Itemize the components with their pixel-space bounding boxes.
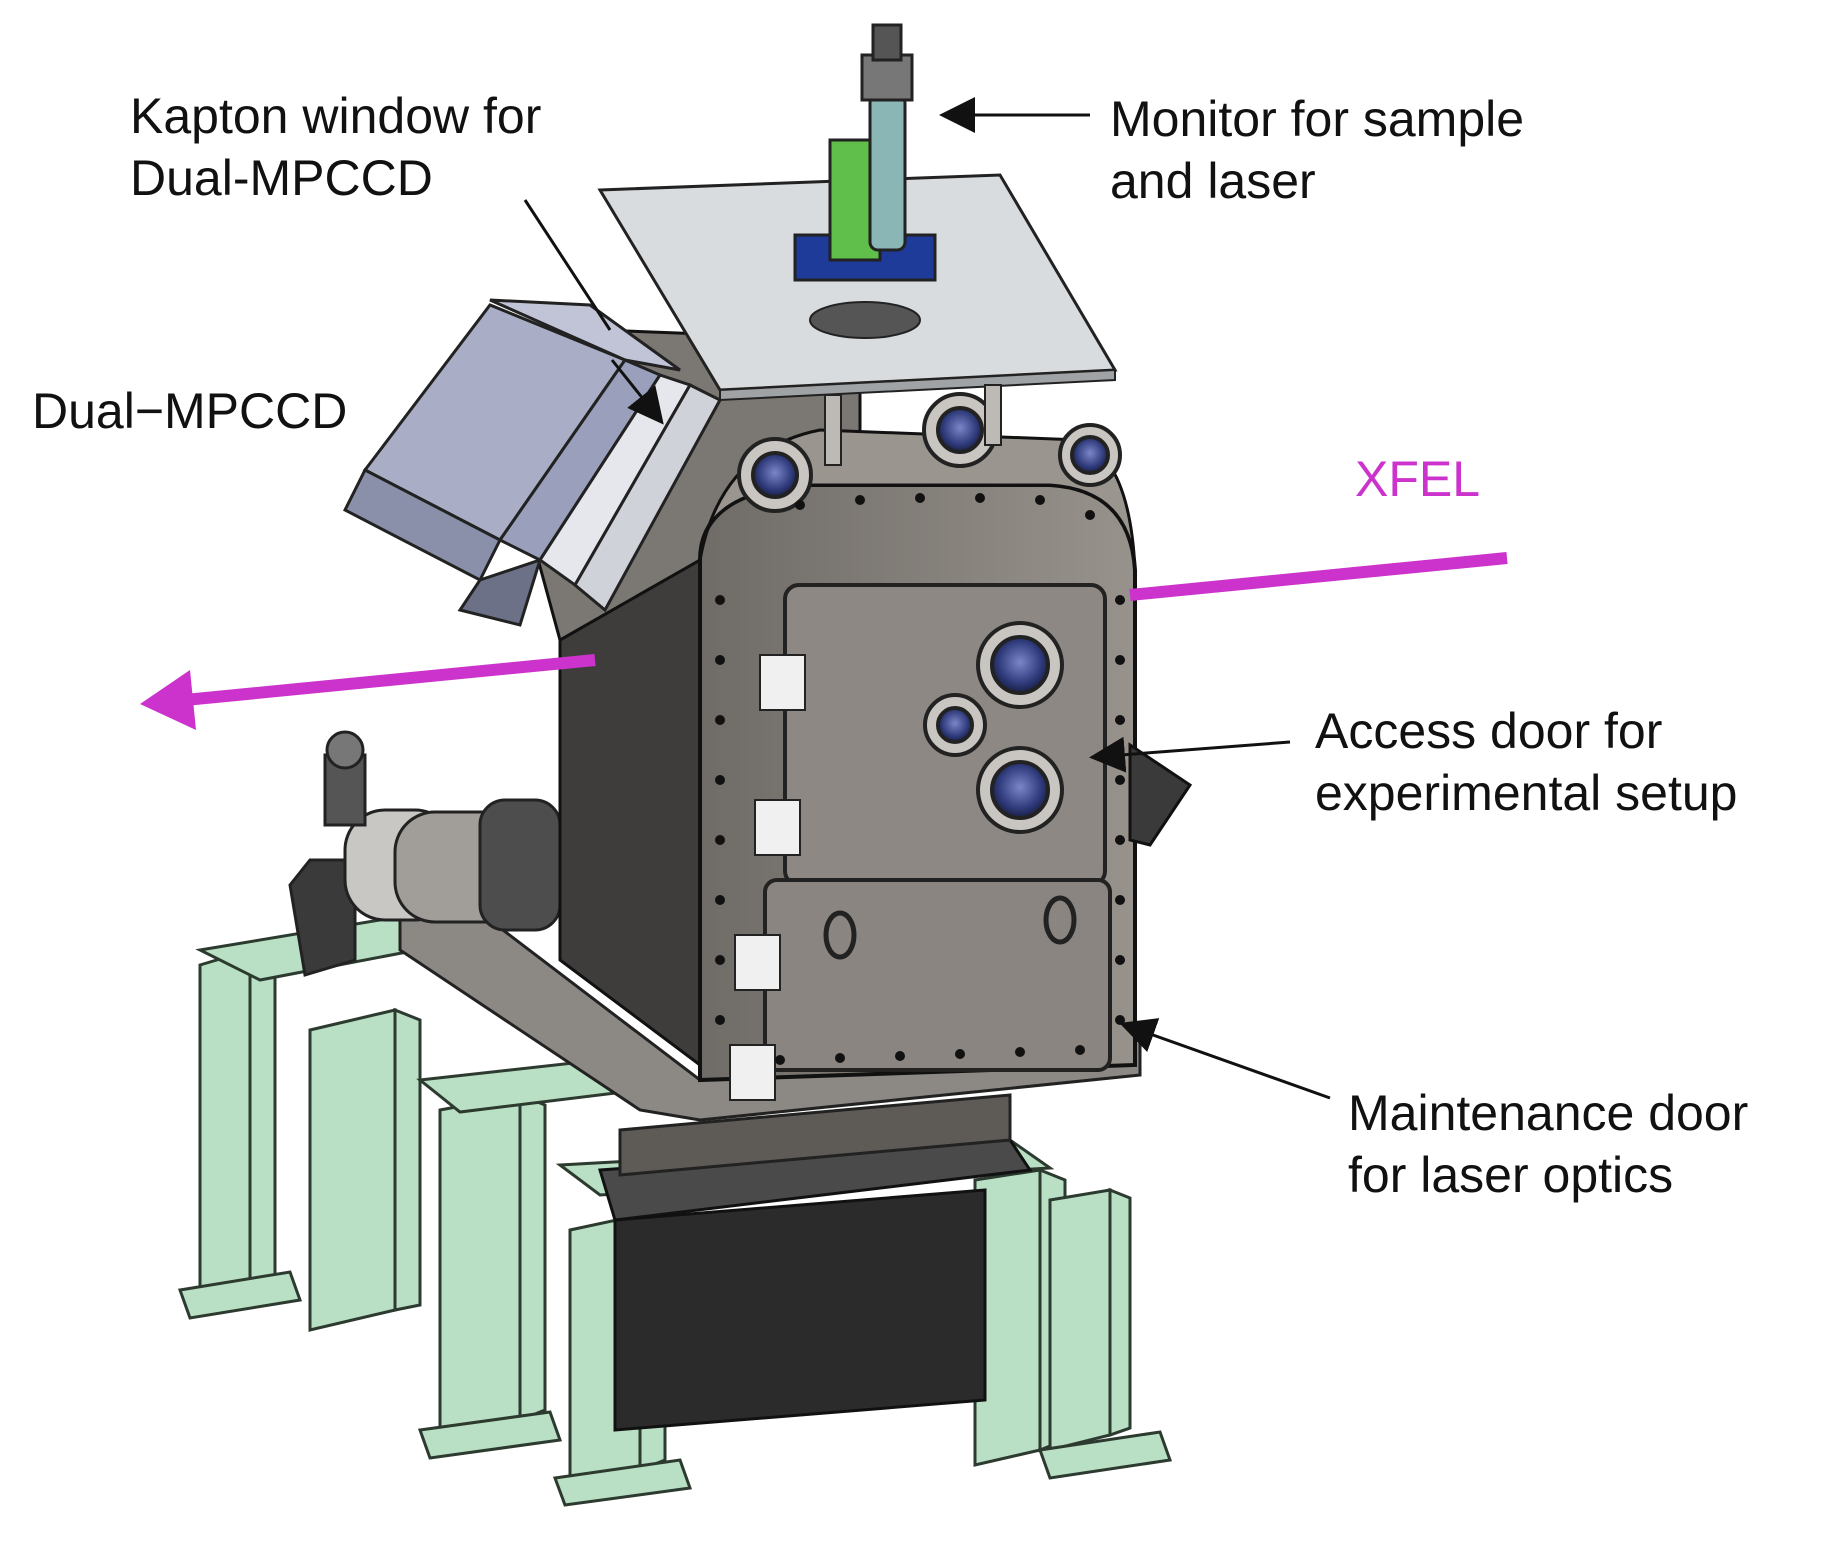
kapton-window-label-line2: Dual-MPCCD bbox=[130, 150, 433, 206]
base-box bbox=[598, 1138, 1033, 1432]
maintenance-door bbox=[763, 878, 1112, 1072]
maintenance-door-label-line2: for laser optics bbox=[1348, 1147, 1674, 1203]
xfel-beam bbox=[140, 552, 1508, 730]
maintenance-door-leader-line bbox=[1119, 1018, 1331, 1100]
top-breadboard bbox=[597, 173, 1118, 466]
dual-mpccd-detector bbox=[342, 298, 723, 627]
bolts bbox=[715, 493, 1125, 1065]
access-door-label-line2: experimental setup bbox=[1315, 765, 1738, 821]
monitor-camera bbox=[793, 23, 937, 282]
kapton-leader-line bbox=[523, 199, 612, 331]
xfel-label: XFEL bbox=[1355, 448, 1480, 510]
dual-mpccd-label-text: Dual−MPCCD bbox=[32, 383, 348, 439]
access-door-label: Access door for experimental setup bbox=[1315, 700, 1737, 824]
kapton-window-label: Kapton window for Dual-MPCCD bbox=[130, 85, 541, 209]
access-door-leader-line bbox=[1089, 736, 1291, 773]
side-pump bbox=[288, 730, 562, 977]
viewports bbox=[737, 392, 1122, 834]
kapton-window-label-line1: Kapton window for bbox=[130, 88, 542, 144]
monitor-label: Monitor for sample and laser bbox=[1110, 88, 1524, 212]
maintenance-door-label: Maintenance door for laser optics bbox=[1348, 1082, 1748, 1206]
side-block bbox=[1128, 742, 1193, 847]
callout-lines bbox=[523, 97, 1331, 1100]
xfel-beam-arrowhead bbox=[140, 670, 196, 730]
access-door-label-line1: Access door for bbox=[1315, 703, 1663, 759]
monitor-label-line1: Monitor for sample bbox=[1110, 91, 1525, 147]
dual-mpccd-label: Dual−MPCCD bbox=[32, 380, 347, 442]
monitor-label-line2: and laser bbox=[1110, 153, 1316, 209]
xfel-beam-in bbox=[1129, 552, 1508, 601]
maintenance-door-label-line1: Maintenance door bbox=[1348, 1085, 1749, 1141]
xfel-beam-out bbox=[184, 654, 596, 706]
xfel-label-text: XFEL bbox=[1355, 451, 1481, 507]
dual-mpccd-leader-line bbox=[610, 359, 664, 425]
